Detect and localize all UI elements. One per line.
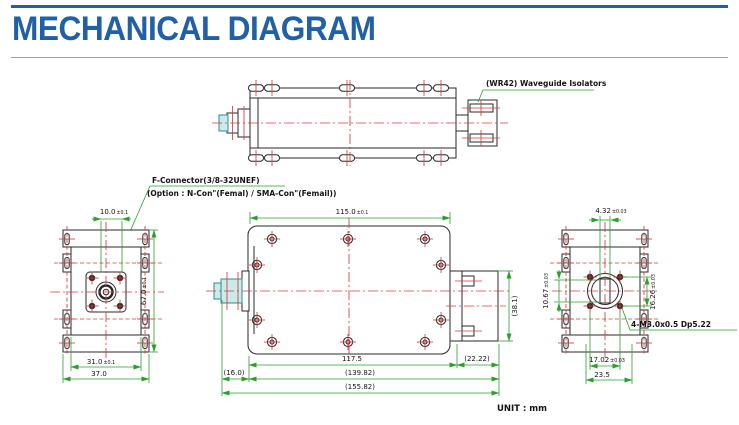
top-view-dimensions: 115.0±0.1 117.5 (22.22) (16.0) (139.82) … <box>221 208 519 396</box>
dim-top-connector-depth: (16.0) <box>223 369 244 377</box>
waveguide-label: (WR42) Waveguide Isolators <box>486 79 607 88</box>
rear-view-dimensions: 4.32±0.03 10.67±0.03 16.26±0.03 17.02±0.… <box>542 207 657 384</box>
dim-front-outer-width: 37.0 <box>91 370 107 378</box>
tapped-holes-label: 4-M3.0x0.5 Dp5.22 <box>631 320 711 329</box>
header-divider <box>11 57 728 58</box>
top-view: 115.0±0.1 117.5 (22.22) (16.0) (139.82) … <box>206 208 519 396</box>
front-view: 10.0±0.1 67.0±0.1 31.0±0.1 37.0 <box>50 208 164 383</box>
front-view-centerlines <box>50 222 164 360</box>
dim-top-body-flange-length: (139.82) <box>345 369 375 377</box>
tapped-holes-leader <box>621 307 737 331</box>
page-title: MECHANICAL DIAGRAM <box>12 10 376 48</box>
unit-label: UNIT : mm <box>497 404 547 414</box>
dim-top-flange-width: (38.1) <box>511 295 519 316</box>
dim-front-plate-width: 10.0±0.1 <box>100 208 128 216</box>
dim-rear-bolt-spacing-v: 16.26±0.03 <box>649 274 657 310</box>
connector-label-line1: F-Connector(3/8-32UNEF) <box>152 176 260 185</box>
dim-top-body-length: 115.0±0.1 <box>336 208 369 216</box>
waveguide-label-leader <box>477 89 594 103</box>
rear-view-centerlines <box>550 222 660 362</box>
top-view-waveguide-flange <box>446 270 506 342</box>
dim-front-inner-width: 31.0±0.1 <box>87 358 115 366</box>
front-view-dimensions: 10.0±0.1 67.0±0.1 31.0±0.1 37.0 <box>62 208 158 383</box>
connector-label-line2: (Option : N-Con"(Femal) / SMA-Con"(Femai… <box>147 189 336 198</box>
side-view: (WR42) Waveguide Isolators <box>212 79 607 167</box>
top-view-centerlines <box>206 218 512 362</box>
dim-rear-aperture-height: 10.67±0.03 <box>542 273 550 309</box>
dim-rear-flange-width: 23.5 <box>594 371 610 379</box>
dim-rear-bolt-spacing-h: 17.02±0.03 <box>589 356 625 364</box>
dim-front-height: 67.0±0.1 <box>140 277 148 305</box>
dim-top-hole-span: 117.5 <box>342 355 362 363</box>
rear-view: 4.32±0.03 10.67±0.03 16.26±0.03 17.02±0.… <box>542 207 737 384</box>
dim-rear-aperture-width: 4.32±0.03 <box>595 207 626 215</box>
tapped-holes-callout: 4-M3.0x0.5 Dp5.22 <box>621 307 737 331</box>
header-accent-line <box>11 5 728 8</box>
dim-top-overall-length: (155.82) <box>345 383 375 391</box>
side-view-centerlines <box>212 80 508 166</box>
dim-top-flange-depth: (22.22) <box>464 355 490 363</box>
